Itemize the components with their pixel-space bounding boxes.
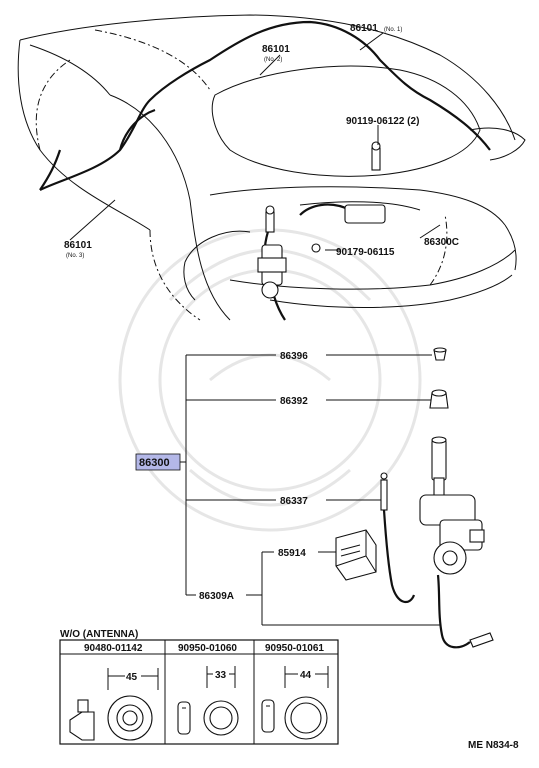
label-86101-no2: 86101 (262, 44, 290, 55)
label-86337: 86337 (280, 496, 308, 507)
label-86101-no2-sub: (No. 2) (264, 57, 282, 63)
diagram-code: ME N834-8 (468, 740, 519, 751)
wo-dim-col-3: 44 (300, 670, 312, 681)
hidden-outline-lines (35, 29, 448, 321)
upper-leader-lines (69, 32, 441, 251)
part-86392-nut (429, 389, 449, 409)
wo-dim-col-1: 45 (126, 672, 138, 683)
antenna-motor-assembly (419, 436, 494, 649)
label-86101-no3: 86101 (64, 240, 92, 251)
label-86101-no3-sub: (No. 3) (66, 253, 84, 259)
parts-tree-lines (180, 354, 440, 626)
part-86396-cap (433, 347, 447, 361)
highlight-86300 (135, 453, 181, 471)
label-86101-no1: 86101 (350, 23, 378, 34)
wo-part-2-drawing (177, 666, 239, 736)
wo-part-col-3: 90950-01061 (265, 643, 324, 654)
label-90179-06115: 90179-06115 (336, 247, 395, 258)
part-86337-cable (380, 472, 416, 604)
wo-dim-col-2: 33 (215, 670, 227, 681)
label-86392: 86392 (280, 396, 308, 407)
callout-86101-no1: 86101 (No. 1) (350, 23, 402, 34)
wo-part-col-2: 90950-01060 (178, 643, 237, 654)
label-85914: 85914 (278, 548, 306, 559)
antenna-motor-in-car (257, 205, 287, 299)
wo-part-1-drawing (69, 668, 159, 741)
wo-table-title: W/O (ANTENNA) (60, 629, 138, 640)
label-90119-06122: 90119-06122 (2) (346, 116, 419, 127)
wo-antenna-table (59, 639, 339, 745)
wo-part-3-drawing (261, 666, 329, 740)
label-86309a: 86309A (199, 591, 234, 602)
mount-bracket (311, 141, 386, 253)
label-86396: 86396 (280, 351, 308, 362)
callout-86101-no2: 86101 (No. 2) (262, 44, 290, 63)
label-86300: 86300 (139, 457, 170, 469)
car-body-outline (17, 14, 526, 321)
wo-part-col-1: 90480-01142 (84, 643, 143, 654)
label-86101-no1-sub: (No. 1) (384, 27, 402, 33)
part-85914-relay (335, 529, 377, 581)
callout-86101-no3: 86101 (No. 3) (64, 240, 92, 259)
label-86300c: 86300C (424, 237, 459, 248)
